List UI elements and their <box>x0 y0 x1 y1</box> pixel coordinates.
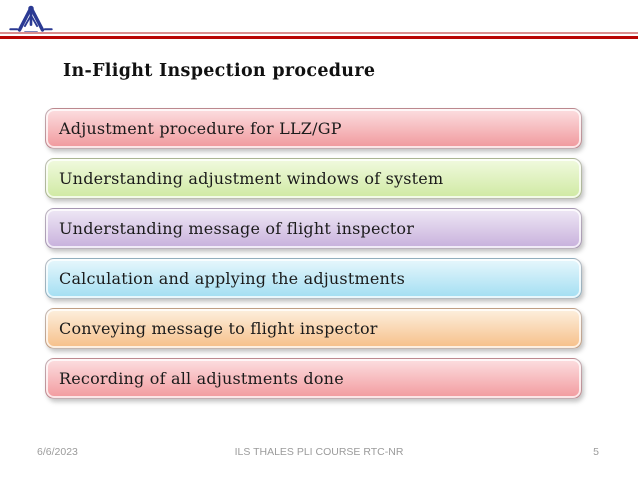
process-step-adjustment-procedure: Adjustment procedure for LLZ/GP <box>45 108 582 149</box>
process-step-calculation: Calculation and applying the adjustments <box>45 258 582 299</box>
process-step-label: Adjustment procedure for LLZ/GP <box>59 119 342 138</box>
header-rule-light <box>0 32 638 34</box>
process-step-conveying-message: Conveying message to flight inspector <box>45 308 582 349</box>
aai-logo-icon <box>9 5 53 34</box>
process-step-understanding-windows: Understanding adjustment windows of syst… <box>45 158 582 199</box>
footer-page-number: 5 <box>593 446 599 458</box>
footer-course-name: ILS THALES PLI COURSE RTC-NR <box>234 446 404 458</box>
process-step-label: Calculation and applying the adjustments <box>59 269 406 288</box>
process-step-recording: Recording of all adjustments done <box>45 358 582 399</box>
process-step-label: Understanding message of flight inspecto… <box>59 219 415 238</box>
process-step-label: Conveying message to flight inspector <box>59 319 378 338</box>
process-step-understanding-message: Understanding message of flight inspecto… <box>45 208 582 249</box>
process-step-label: Recording of all adjustments done <box>59 369 344 388</box>
footer-date: 6/6/2023 <box>37 446 78 458</box>
slide-title: In-Flight Inspection procedure <box>63 61 376 81</box>
process-step-label: Understanding adjustment windows of syst… <box>59 169 444 188</box>
process-step-list: Adjustment procedure for LLZ/GP Understa… <box>45 108 582 408</box>
header-rule-dark <box>0 36 638 39</box>
